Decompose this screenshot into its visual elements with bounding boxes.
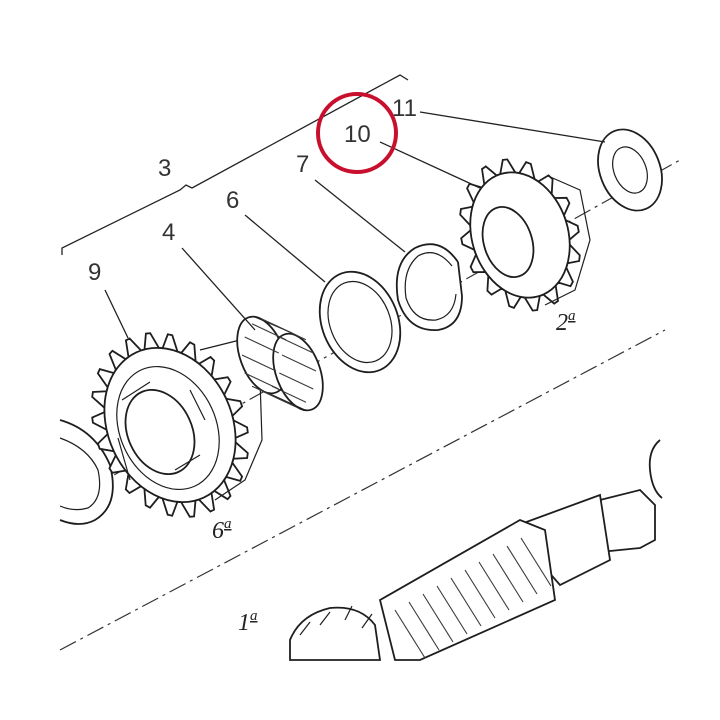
bearing-needle [241, 354, 277, 372]
leader-11 [419, 111, 606, 143]
leader-10 [379, 141, 481, 189]
shaft-spline [450, 577, 482, 627]
shaft-spline [408, 601, 440, 651]
callout-11: 11 [392, 95, 417, 122]
shaft-spline [436, 585, 468, 635]
bearing-needle [281, 354, 317, 372]
shaft-spline [506, 545, 538, 595]
lower-axis-line [59, 329, 666, 651]
bearing-needle [244, 372, 279, 390]
gear-9-sixth [91, 332, 263, 518]
callout-10: 10 [344, 121, 371, 148]
gear-label-second: 2a [556, 308, 576, 336]
callout-6: 6 [226, 187, 239, 214]
left-washer-partial [59, 419, 114, 525]
bearing-needle [251, 385, 287, 403]
shaft-spline [422, 593, 454, 643]
shaft-spline [464, 569, 496, 619]
bearing-needle [244, 336, 279, 354]
bearing-needle [279, 372, 314, 390]
leader-9 [104, 289, 129, 339]
shaft-spline [492, 553, 524, 603]
bracket-3 [61, 74, 409, 255]
callout-7: 7 [296, 151, 309, 178]
bearing-needle [271, 323, 307, 341]
shaft-spline [478, 561, 510, 611]
main-shaft [289, 439, 663, 661]
leader-6 [244, 214, 326, 283]
bearing-needle [279, 336, 314, 354]
gear-label-first: 1a [238, 608, 258, 636]
washer-11 [597, 128, 663, 212]
callout-9: 9 [88, 259, 101, 286]
callout-3: 3 [158, 155, 171, 182]
gear-10-second [459, 158, 591, 312]
callout-4: 4 [162, 219, 175, 246]
gear-label-sixth: 6a [212, 516, 232, 544]
circlip-7 [395, 243, 463, 331]
washer-6 [318, 270, 402, 374]
highlight-circle-10 [316, 92, 398, 174]
shaft-spline [520, 537, 552, 587]
needle-bearing-4 [236, 315, 324, 412]
leader-7 [314, 179, 406, 253]
shaft-spline [394, 609, 426, 659]
leader-4 [181, 247, 256, 331]
